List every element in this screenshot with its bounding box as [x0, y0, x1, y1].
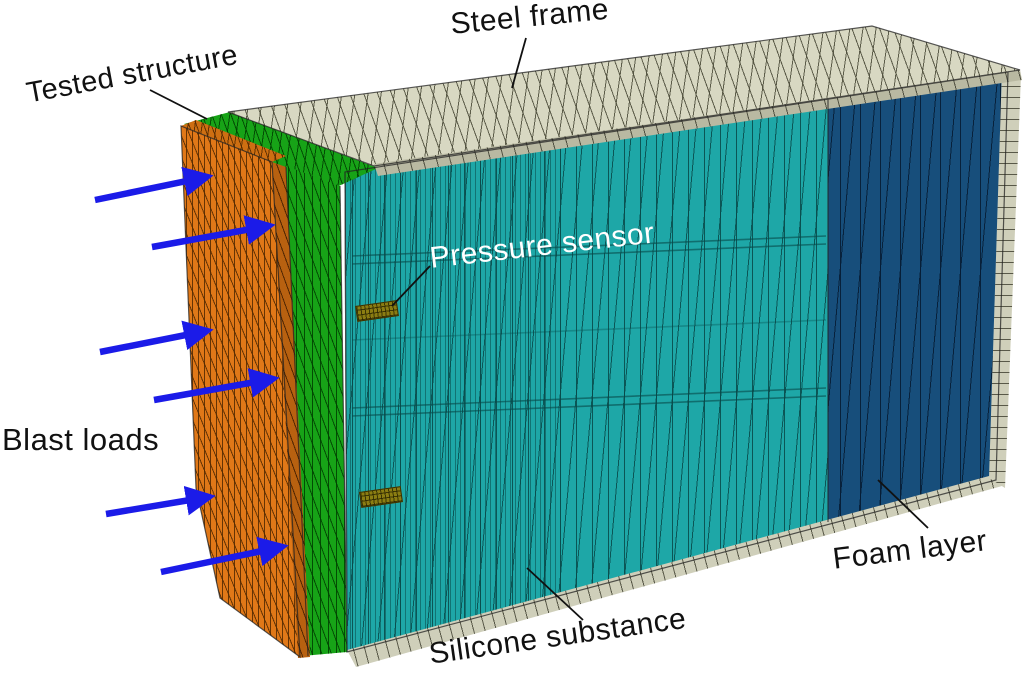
blast-loads-label: Blast loads — [2, 422, 160, 457]
leader-line-tested-structure — [149, 89, 208, 120]
foam-layer-label: Foam layer — [831, 524, 989, 576]
tested-structure-label: Tested structure — [24, 38, 241, 110]
steel-frame-label: Steel frame — [449, 0, 611, 41]
blast-arrow-icon — [105, 485, 216, 518]
